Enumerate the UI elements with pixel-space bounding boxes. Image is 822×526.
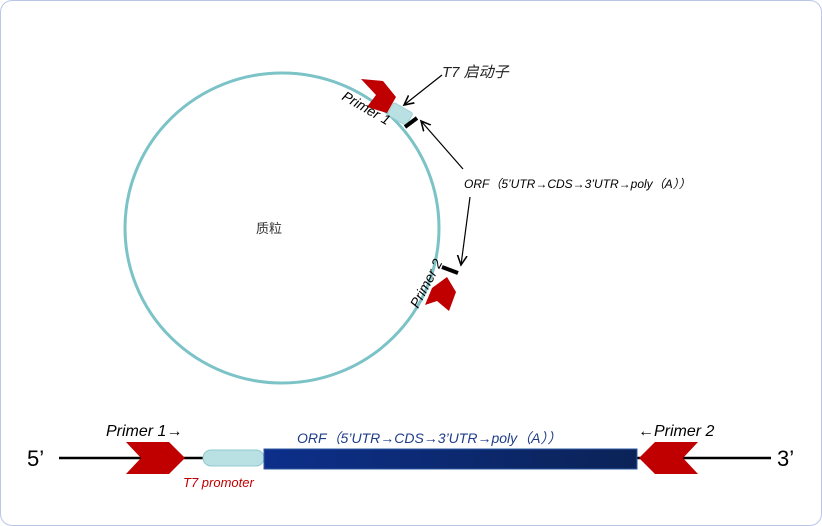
linear-orf-bar [263,448,638,470]
five-prime-label: 5’ [27,446,44,471]
primer1-arrow [361,79,396,113]
orf-start-pointer-arrow [421,121,464,170]
orf-label: ORF（5’UTR→CDS→3’UTR→poly（A）） [464,177,691,191]
orf-end-tick [441,265,459,275]
t7-pointer-arrow [404,74,443,105]
orf-start-tick [403,116,419,129]
primer2-arrow [425,277,456,311]
linear-orf-label: ORF（5’UTR→CDS→3’UTR→poly（A）） [297,430,561,446]
plasmid-circle [123,71,441,385]
orf-end-pointer-arrow [461,196,471,265]
linear-t7-label: T7 promoter [183,475,254,490]
linear-primer2-label: ←Primer 2 [638,423,715,440]
linear-primer2-arrow [639,442,698,474]
plasmid-label: 质粒 [256,222,282,237]
t7-label: T7 启动子 [442,64,510,81]
three-prime-label: 3’ [777,446,794,471]
linear-primer1-label: Primer 1→ [106,423,182,440]
t7-promoter-box [387,102,413,126]
linear-t7-promoter [202,449,265,467]
linear-primer1-arrow [126,442,185,474]
